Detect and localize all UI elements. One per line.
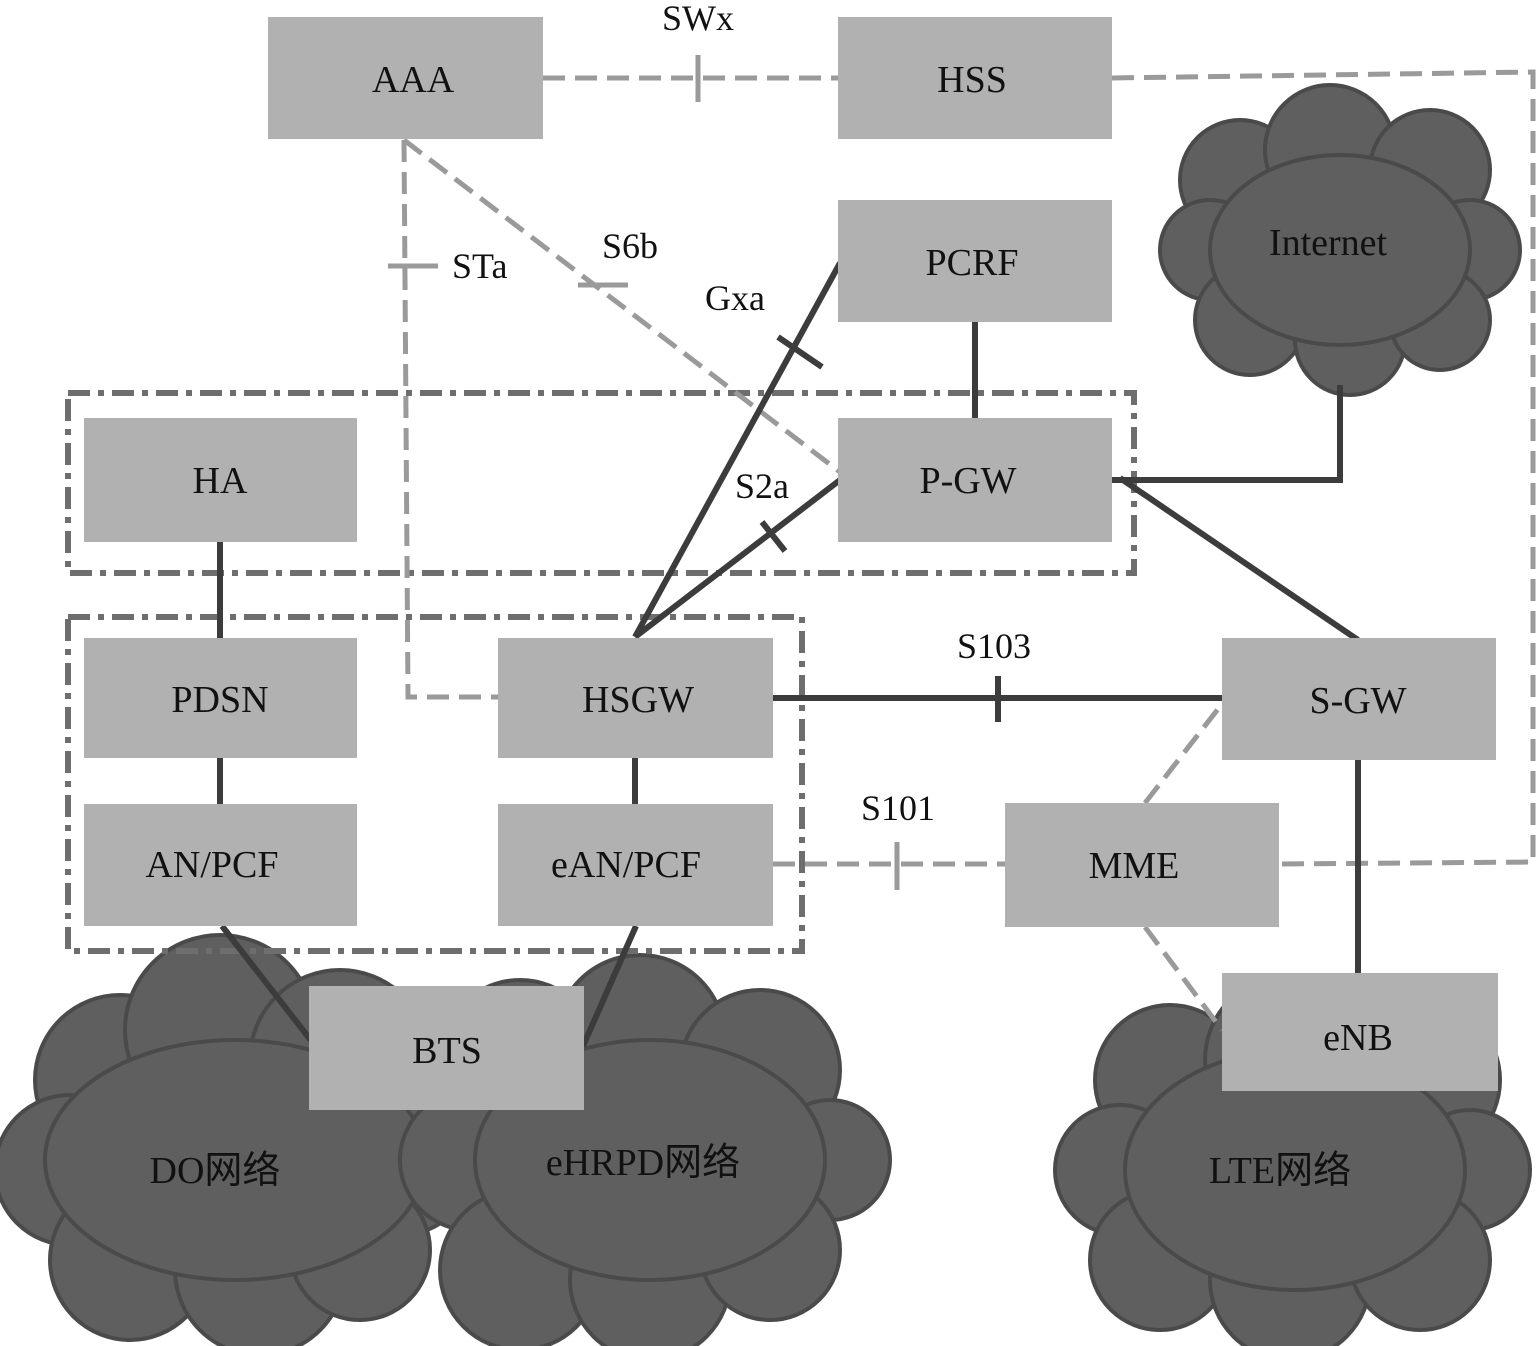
- node-pcrf: PCRF: [838, 200, 1112, 322]
- node-an-pcf-label: AN/PCF: [145, 844, 278, 886]
- link-mme-enb: [1142, 925, 1225, 1032]
- cloud-ehrpd-network: [398, 953, 892, 1346]
- link-eanpcf-bts: [580, 924, 639, 1048]
- node-mme-label: MME: [1089, 845, 1180, 887]
- node-an-pcf: AN/PCF: [84, 804, 357, 926]
- cloud-lte-network-label: LTE网络: [1209, 1150, 1351, 1192]
- node-ha-label: HA: [193, 460, 248, 502]
- node-bts-label: BTS: [412, 1030, 482, 1072]
- node-sgw-label: S-GW: [1309, 680, 1406, 722]
- node-ean-pcf: eAN/PCF: [498, 804, 773, 926]
- node-enb-label: eNB: [1323, 1017, 1393, 1059]
- cloud-ehrpd-network-label: eHRPD网络: [546, 1142, 740, 1184]
- iface-s2a-label: S2a: [735, 466, 789, 506]
- node-aaa-label: AAA: [372, 59, 455, 101]
- link-mme-sgw: [1143, 698, 1227, 805]
- iface-gxa-label: Gxa: [705, 278, 765, 318]
- node-hss: HSS: [838, 17, 1112, 139]
- link-internet-pgw: [1112, 385, 1343, 483]
- iface-sta-label: STa: [452, 246, 507, 286]
- node-hss-label: HSS: [937, 59, 1007, 101]
- iface-s6b-label: S6b: [602, 226, 658, 266]
- link-pgw-sgw: [1118, 475, 1360, 643]
- node-pgw: P-GW: [838, 418, 1112, 542]
- link-aaa-hsgw-sta: [401, 139, 498, 700]
- cloud-do-network-label: DO网络: [150, 1150, 281, 1192]
- iface-s103-label: S103: [957, 626, 1031, 666]
- cloud-internet: [1158, 83, 1522, 397]
- iface-s101-label: S101: [861, 788, 935, 828]
- link-hsgw-pgw-s2a: [633, 477, 842, 640]
- link-hsgw-pcrf-gxa: [632, 261, 843, 639]
- node-ha: HA: [84, 418, 357, 542]
- link-aaa-pgw-s6b: [402, 138, 842, 474]
- tick-s2a: [759, 520, 788, 553]
- node-bts: BTS: [309, 986, 584, 1110]
- node-pdsn-label: PDSN: [171, 679, 268, 721]
- node-hsgw-label: HSGW: [582, 679, 694, 721]
- node-pcrf-label: PCRF: [926, 242, 1019, 284]
- node-pgw-label: P-GW: [919, 460, 1016, 502]
- iface-swx-label: SWx: [662, 0, 734, 38]
- link-anpcf-bts: [219, 924, 316, 1045]
- link-hss-mme: [1111, 69, 1536, 867]
- node-enb: eNB: [1222, 973, 1498, 1091]
- cloud-internet-label: Internet: [1269, 222, 1388, 264]
- node-mme: MME: [1005, 803, 1279, 927]
- node-sgw: S-GW: [1222, 638, 1496, 760]
- access-group-border: [65, 614, 805, 954]
- node-aaa: AAA: [268, 17, 543, 139]
- node-ean-pcf-label: eAN/PCF: [551, 844, 701, 886]
- node-hsgw: HSGW: [498, 638, 773, 758]
- node-pdsn: PDSN: [84, 638, 357, 758]
- tick-gxa: [776, 334, 824, 370]
